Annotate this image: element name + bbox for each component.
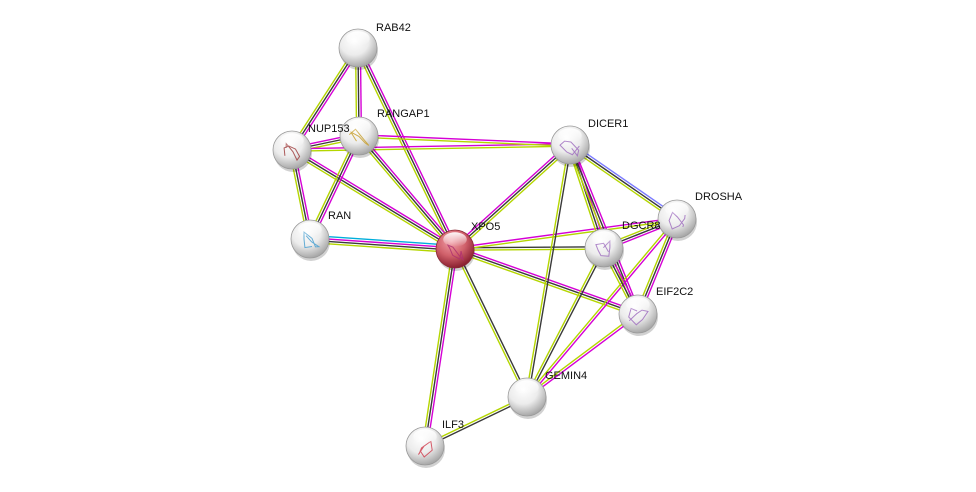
edge-line-homology (570, 142, 679, 218)
edge-xpo5-ilf3[interactable] (421, 248, 459, 447)
edge-line-databases (291, 149, 456, 250)
node-label: NUP153 (308, 123, 350, 135)
edge-line-experiments (454, 217, 677, 249)
edge-line-experiments (571, 143, 641, 314)
node-ilf3[interactable]: ILF3 (405, 419, 464, 468)
edge-line-textmining (525, 247, 604, 397)
edge-line-databases (527, 248, 606, 398)
edge-line-textmining (455, 219, 678, 251)
edge-line-experiments (527, 219, 679, 399)
edge-dicer1-gemin4[interactable] (525, 144, 572, 398)
edge-line-textmining (455, 248, 605, 251)
edge-eif2c2-gemin4[interactable] (525, 312, 640, 399)
edge-line-databases (358, 135, 456, 250)
edge-line-experiments (426, 249, 459, 447)
edge-line-textmining (525, 312, 638, 397)
node-label: ILF3 (442, 419, 464, 431)
edge-xpo5-dicer1[interactable] (452, 142, 573, 252)
edge-line-experiments (292, 147, 457, 248)
edge-line-textmining (356, 137, 454, 252)
node-nup153[interactable]: NUP153 (272, 123, 350, 172)
edge-dgcr8-gemin4[interactable] (525, 247, 606, 398)
edge-nup153-xpo5[interactable] (290, 147, 457, 252)
protein-structure-icon (303, 230, 321, 249)
node-rab42[interactable]: RAB42 (338, 22, 411, 70)
edge-line-databases (527, 145, 572, 398)
protein-structure-icon (668, 211, 686, 230)
edge-line-databases (454, 144, 571, 250)
edge-line-databases (454, 246, 604, 249)
edge-line-textmining (568, 146, 677, 222)
edge-line-textmining (358, 136, 570, 147)
node-highlight (592, 231, 616, 246)
edge-rangap1-dicer1[interactable] (358, 134, 571, 147)
edge-rangap1-xpo5[interactable] (356, 133, 458, 252)
edge-line-experiments (527, 314, 640, 399)
node-gemin4[interactable]: GEMIN4 (507, 370, 587, 419)
node-highlight (515, 380, 539, 395)
edge-rab42-nup153[interactable] (289, 46, 361, 152)
node-dgcr8[interactable]: DGCR8 (584, 220, 661, 270)
node-highlight (346, 31, 370, 46)
edge-line-experiments (310, 237, 456, 249)
node-label: RAN (328, 210, 351, 222)
edge-line-textmining (290, 151, 455, 252)
edge-line-textmining (309, 241, 455, 254)
node-label: DICER1 (588, 118, 628, 130)
edge-line-textmining (453, 249, 527, 398)
node-label: GEMIN4 (545, 370, 587, 382)
edge-line-experiments (452, 142, 569, 248)
node-label: DGCR8 (622, 220, 661, 232)
edge-drosha-gemin4[interactable] (525, 217, 679, 399)
node-highlight (443, 232, 467, 247)
edge-line-textmining (456, 146, 573, 252)
edge-line-experiments (293, 48, 361, 152)
edge-ran-xpo5[interactable] (309, 234, 456, 254)
node-label: RAB42 (376, 22, 411, 34)
edge-line-textmining (525, 144, 570, 397)
edge-xpo5-gemin4[interactable] (453, 248, 529, 398)
node-label: XPO5 (471, 221, 500, 233)
edge-line-databases (309, 239, 455, 251)
node-highlight (626, 297, 650, 312)
edge-line-textmining (421, 248, 454, 446)
edge-line-textmining (525, 217, 677, 397)
protein-structure-icon (628, 307, 649, 326)
edge-xpo5-dgcr8[interactable] (454, 246, 605, 251)
node-highlight (298, 222, 322, 237)
edge-line-textmining (292, 145, 571, 152)
node-ran[interactable]: RAN (290, 210, 351, 261)
node-highlight (558, 128, 582, 143)
edge-line-databases (424, 248, 456, 447)
edge-line-databases (455, 248, 529, 397)
edge-dicer1-drosha[interactable] (568, 142, 679, 222)
node-label: DROSHA (695, 191, 743, 203)
edge-line-databases (569, 144, 678, 220)
edge-line-textmining (289, 46, 357, 150)
edge-line-databases (291, 47, 359, 151)
node-label: EIF2C2 (656, 286, 693, 298)
edge-line-experiments (359, 46, 458, 249)
edge-line-experiments (360, 133, 458, 248)
node-label: RANGAP1 (377, 108, 430, 120)
edge-xpo5-drosha[interactable] (454, 217, 678, 251)
edge-line-gene_fusion (310, 234, 456, 247)
node-highlight (347, 119, 371, 134)
node-highlight (280, 133, 304, 148)
edge-line-experiments (455, 246, 640, 313)
node-highlight (665, 202, 689, 217)
node-drosha[interactable]: DROSHA (657, 191, 743, 241)
node-rangap1[interactable]: RANGAP1 (339, 108, 430, 158)
node-highlight (413, 429, 437, 444)
node-xpo5[interactable]: XPO5 (435, 221, 500, 271)
node-eif2c2[interactable]: EIF2C2 (618, 286, 693, 336)
edge-line-experiments (359, 134, 571, 145)
node-dicer1[interactable]: DICER1 (550, 118, 628, 167)
